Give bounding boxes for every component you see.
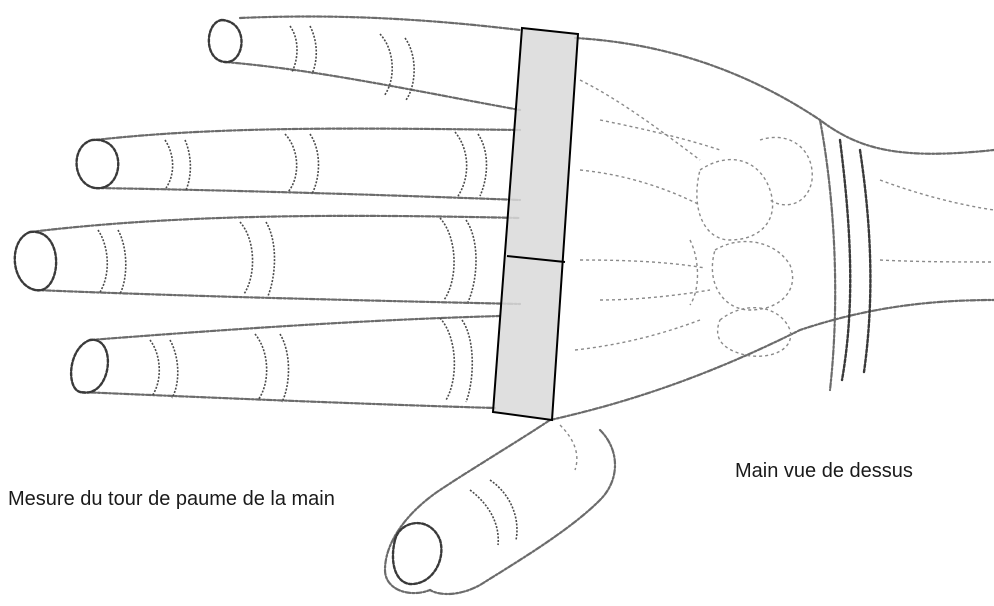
ring-finger-bottom-edge	[35, 290, 520, 304]
middle-fingertip	[77, 140, 119, 188]
little-fingertip	[71, 340, 108, 393]
middle-finger-top-edge	[95, 129, 520, 140]
measuring-tape	[493, 28, 578, 420]
middle-finger-bottom-edge	[95, 188, 520, 200]
caption-hand-top-view: Main vue de dessus	[735, 460, 913, 483]
index-finger-bottom-edge	[225, 62, 520, 110]
thumb-outer-edge	[385, 420, 550, 593]
hand-lower-outline	[550, 300, 994, 420]
index-fingertip	[209, 20, 242, 62]
wrist-tendons	[840, 140, 870, 380]
index-finger-top-edge	[240, 17, 520, 31]
little-finger-top-edge	[90, 316, 500, 340]
ring-fingertip	[15, 232, 56, 291]
ring-finger-top-edge	[30, 216, 520, 232]
thumbnail	[393, 523, 441, 584]
little-finger-bottom-edge	[80, 392, 495, 408]
thumb-inner-edge	[430, 430, 615, 594]
caption-palm-measurement: Mesure du tour de paume de la main	[8, 488, 335, 511]
hand-upper-outline	[575, 38, 994, 154]
wrist-line	[820, 120, 835, 390]
measuring-tape-band	[493, 28, 578, 420]
